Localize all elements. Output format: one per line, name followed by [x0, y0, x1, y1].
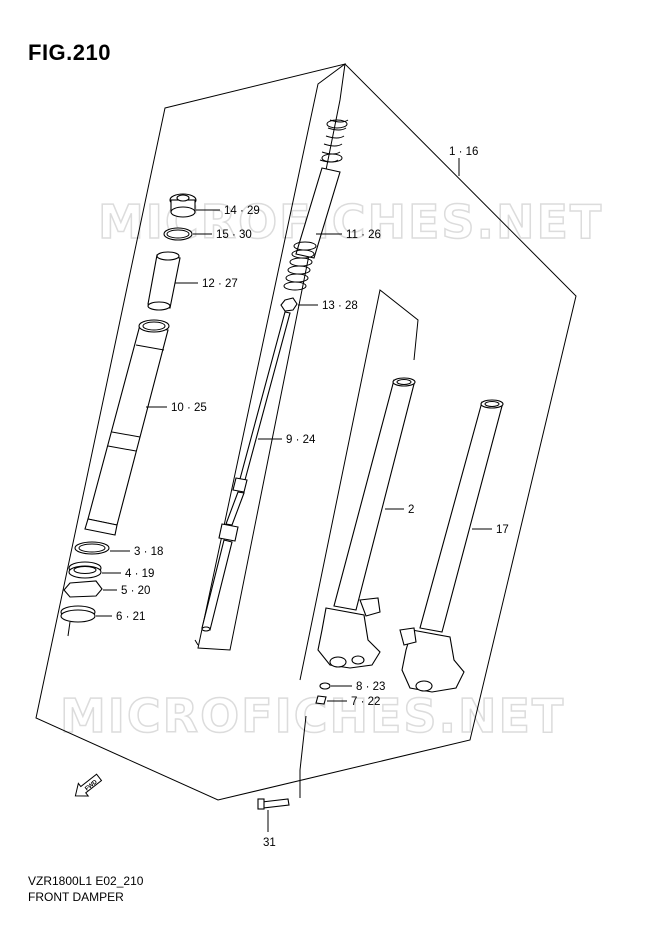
leader-stopper-tail: [67, 621, 71, 637]
label-spacer: 12 · 27: [202, 278, 238, 290]
label-bolt: 7 · 22: [351, 696, 380, 708]
label-spring: 11 · 26: [346, 229, 381, 241]
damper-rod-part: [201, 311, 291, 632]
seal-washer-part: [68, 561, 102, 579]
spring-lower-coil: [283, 241, 317, 291]
label-o-ring: 15 · 30: [216, 229, 252, 241]
panel-outer-tube: [299, 289, 419, 681]
nut-part: [280, 297, 298, 312]
figure-caption: FRONT DAMPER: [28, 890, 124, 904]
panel-damper-rod: [197, 62, 346, 651]
spring-upper-coil: [319, 119, 349, 163]
stopper-ring-part: [60, 605, 96, 623]
label-assembly: 1 · 16: [449, 146, 478, 158]
label-oil-seal: 5 · 20: [121, 585, 150, 597]
label-damper-rod: 9 · 24: [286, 434, 316, 446]
o-ring-inner: [166, 229, 190, 239]
label-bushing: 3 · 18: [134, 546, 163, 558]
label-axle-bolt: 31: [263, 837, 276, 849]
label-cap-bolt: 14 · 29: [224, 205, 260, 217]
label-inner-tube: 10 · 25: [171, 402, 207, 414]
label-nut: 13 · 28: [322, 300, 358, 312]
leader-axle-up2: [299, 715, 307, 771]
label-stopper-ring: 6 · 21: [116, 611, 145, 623]
model-code: VZR1800L1 E02_210: [28, 874, 144, 888]
panel-spring-group: [194, 639, 199, 646]
bolt-part: [315, 695, 327, 705]
fwd-arrow-icon: FWD: [74, 773, 103, 797]
spacer-part: [147, 251, 181, 311]
outer-tube-left-part: [399, 399, 504, 693]
label-gasket: 8 · 23: [356, 681, 385, 693]
figure-title: FIG.210: [28, 40, 111, 65]
cap-bolt-part: [169, 193, 197, 218]
inner-tube-part: [84, 319, 170, 536]
gasket-part: [319, 682, 331, 690]
label-outer-right: 2: [408, 504, 414, 516]
outer-tube-right-part: [317, 377, 416, 669]
label-outer-left: 17: [496, 524, 509, 536]
label-seal-washer: 4 · 19: [125, 568, 154, 580]
spring-body-part: [295, 167, 341, 259]
bushing-inner: [78, 543, 106, 553]
watermark-bottom: MICROFICHES.NET: [60, 689, 565, 743]
axle-bolt-part: [257, 798, 290, 810]
oil-seal-part: [63, 580, 103, 598]
